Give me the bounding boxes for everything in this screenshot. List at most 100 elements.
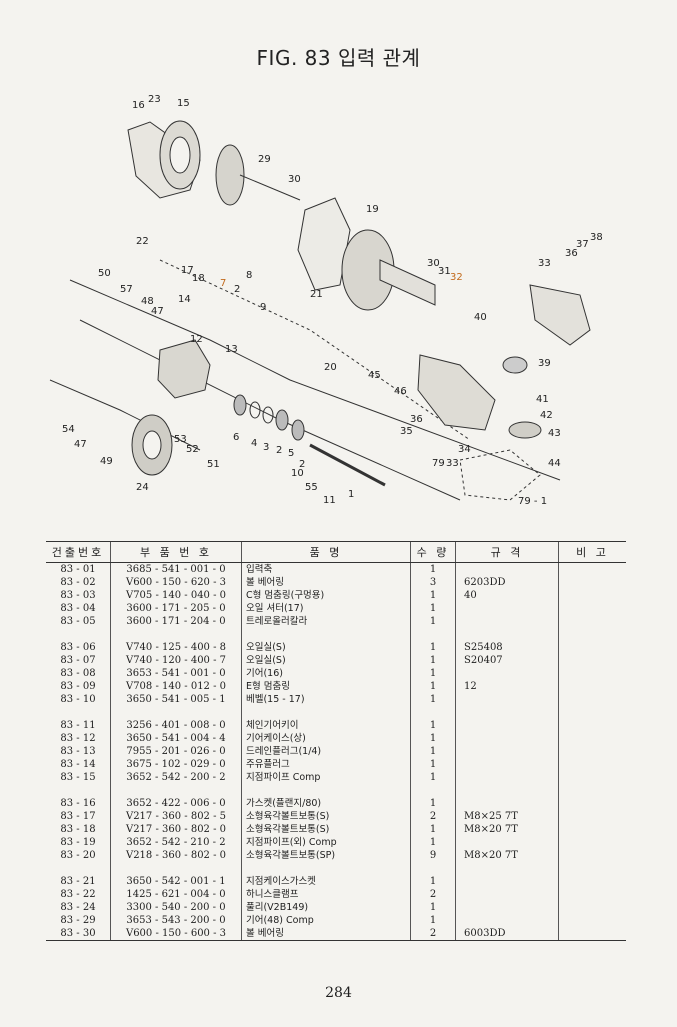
cell-part-no: 7955 - 201 - 026 - 0: [110, 745, 242, 758]
cell-part-no: 3300 - 540 - 200 - 0: [110, 901, 242, 914]
cell-ref-no: 83 - 18: [60, 824, 96, 835]
diagram-callout: 37: [576, 239, 589, 250]
diagram-callout: 20: [324, 362, 337, 373]
cell-spec: [455, 901, 559, 914]
cell-quantity: 1: [410, 771, 456, 784]
cell-spec: M8×25 7T: [455, 810, 559, 823]
cell-spec: [455, 667, 559, 680]
diagram-callout: 8: [246, 270, 252, 281]
cell-part-no: 3600 - 171 - 205 - 0: [110, 602, 242, 615]
diagram-callout: 29: [258, 154, 271, 165]
spacer-cell: [558, 706, 626, 719]
cell-part-name: 입력축: [241, 562, 411, 576]
cell-ref-no: 83 - 07: [60, 655, 96, 666]
cell-ref-no: 83 - 11: [60, 720, 96, 731]
cell-remarks: [558, 576, 626, 589]
cell-quantity: 1: [410, 732, 456, 745]
cell-spec: 12: [455, 680, 559, 693]
cell-spec: S25408: [455, 641, 559, 654]
cell-ref-no: 83 - 12: [60, 733, 96, 744]
cell-remarks: [558, 810, 626, 823]
diagram-callout: 13: [225, 344, 238, 355]
diagram-callout: 12: [190, 334, 203, 345]
header-remarks: 비 고: [558, 541, 626, 563]
header-ref-no: 건출번호: [46, 541, 111, 563]
cell-spec: [455, 771, 559, 784]
cell-spec: [455, 745, 559, 758]
cell-part-no: 3256 - 401 - 008 - 0: [110, 719, 242, 732]
diagram-callout: 5: [288, 448, 294, 459]
spacer-cell: [46, 784, 111, 797]
diagram-callout: 33: [538, 258, 551, 269]
cell-remarks: [558, 680, 626, 693]
cell-quantity: 1: [410, 836, 456, 849]
cell-spec: [455, 719, 559, 732]
cell-ref-no: 83 - 29: [60, 915, 96, 926]
cell-remarks: [558, 836, 626, 849]
cell-part-no: V705 - 140 - 040 - 0: [110, 589, 242, 602]
cell-spec: 6203DD: [455, 576, 559, 589]
cell-part-no: V740 - 120 - 400 - 7: [110, 654, 242, 667]
cell-part-no: 3650 - 541 - 005 - 1: [110, 693, 242, 706]
cell-spec: M8×20 7T: [455, 823, 559, 836]
header-part-no: 부 품 번 호: [110, 541, 242, 563]
cell-part-name: 소형육각볼트보통(S): [241, 823, 411, 836]
spacer-cell: [46, 862, 111, 875]
cell-quantity: 1: [410, 901, 456, 914]
cell-quantity: 1: [410, 562, 456, 576]
diagram-callout: 55: [305, 482, 318, 493]
cell-quantity: 1: [410, 875, 456, 888]
cell-ref-no: 83 - 09: [60, 681, 96, 692]
diagram-callout: 6: [233, 432, 239, 443]
cell-part-name: 트레로올러칼라: [241, 615, 411, 628]
cell-ref-no: 83 - 08: [60, 668, 96, 679]
cell-quantity: 2: [410, 888, 456, 901]
spacer-cell: [110, 784, 242, 797]
diagram-callout: 35: [400, 426, 413, 437]
cell-part-no: V708 - 140 - 012 - 0: [110, 680, 242, 693]
cell-remarks: [558, 654, 626, 667]
diagram-callout: 53: [174, 434, 187, 445]
cell-part-no: 1425 - 621 - 004 - 0: [110, 888, 242, 901]
diagram-callout: 24: [136, 482, 149, 493]
cell-remarks: [558, 888, 626, 901]
cell-part-name: 오일실(S): [241, 654, 411, 667]
spacer-cell: [110, 862, 242, 875]
spacer-cell: [241, 784, 411, 797]
diagram-callout: 23: [148, 94, 161, 105]
cell-part-no: 3685 - 541 - 001 - 0: [110, 562, 242, 576]
diagram-callout: 19: [366, 204, 379, 215]
cell-ref-no: 83 - 21: [60, 876, 96, 887]
diagram-callout: 41: [536, 394, 549, 405]
cell-part-name: 오일실(S): [241, 641, 411, 654]
cell-quantity: 9: [410, 849, 456, 862]
cell-ref-no: 83 - 01: [60, 564, 96, 575]
cell-part-no: V218 - 360 - 802 - 0: [110, 849, 242, 862]
cell-remarks: [558, 875, 626, 888]
cell-part-name: 가스켓(플랜지/80): [241, 797, 411, 810]
spacer-cell: [46, 706, 111, 719]
diagram-callout: 47: [151, 306, 164, 317]
cell-spec: 40: [455, 589, 559, 602]
cell-ref-no: 83 - 30: [46, 927, 111, 941]
diagram-callout: 9: [260, 302, 266, 313]
cell-ref-no: 83 - 17: [60, 811, 96, 822]
diagram-callout: 11: [323, 495, 336, 506]
diagram-callout: 47: [74, 439, 87, 450]
diagram-callout: 32: [450, 272, 463, 283]
cell-remarks: [558, 562, 626, 576]
cell-part-name: 볼 베어링: [241, 576, 411, 589]
cell-ref-no: 83 - 15: [60, 772, 96, 783]
